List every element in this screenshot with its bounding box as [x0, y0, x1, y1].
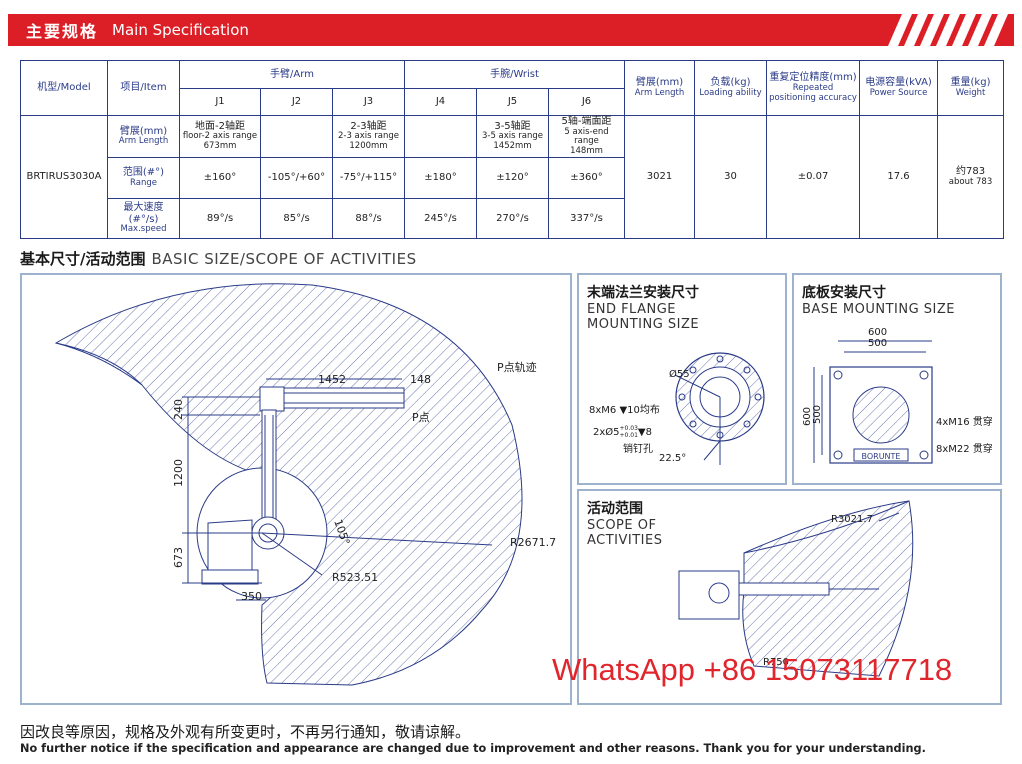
header-j2: J2: [260, 88, 333, 116]
base-title: 底板安装尺寸 BASE MOUNTING SIZE: [802, 282, 955, 317]
range-j2: -105°/+60°: [260, 157, 333, 199]
range-j6: ±360°: [547, 157, 626, 199]
base-title-cn: 底板安装尺寸: [802, 285, 886, 301]
base-d500-side: 500: [812, 404, 824, 425]
p-track-label: P点轨迹: [497, 360, 537, 374]
header-arm-length: 臂展(mm)Arm Length: [624, 60, 696, 116]
base-title-en: BASE MOUNTING SIZE: [802, 302, 956, 317]
flange-title-en1: END FLANGE: [587, 302, 677, 317]
section-banner: 主要规格 Main Specification: [8, 14, 1014, 46]
basic-size-diagram: 1452 148 P点 P点轨迹 240 1200 673 350 105° R…: [54, 283, 556, 686]
speed-j6: 337°/s: [547, 198, 626, 239]
radius-2671: R2671.7: [510, 536, 556, 549]
model-cell: BRTIRUS3030A: [20, 115, 108, 239]
range-j5: ±120°: [476, 157, 549, 199]
flange-angle: 22.5°: [659, 453, 687, 464]
stripes-decoration: [888, 14, 1008, 46]
scope-title-en1: SCOPE OF: [587, 518, 657, 533]
load-value: 30: [694, 115, 768, 239]
scope-panel: 活动范围 SCOPE OF ACTIVITIES R3021.7 R750: [577, 489, 1002, 705]
dim-350: 350: [241, 590, 262, 603]
header-repeat: 重复定位精度(mm)Repeated positioning accuracy: [766, 60, 861, 116]
section-heading: 基本尺寸/活动范围 BASIC SIZE/SCOPE OF ACTIVITIES: [20, 248, 417, 269]
basic-size-panel: 1452 148 P点 P点轨迹 240 1200 673 350 105° R…: [20, 273, 572, 705]
header-power: 电源容量(kVA)Power Source: [859, 60, 939, 116]
flange-title-en2: MOUNTING SIZE: [587, 317, 700, 332]
row-label-speed: 最大速度(#°/s)Max.speed: [107, 198, 180, 239]
range-j1: ±160°: [179, 157, 261, 199]
row-label-arm: 臂展(mm)Arm Length: [107, 115, 180, 158]
header-j1: J1: [179, 88, 261, 116]
speed-j4: 245°/s: [404, 198, 477, 239]
flange-title: 末端法兰安装尺寸 END FLANGE MOUNTING SIZE: [587, 282, 699, 332]
speed-j1: 89°/s: [179, 198, 261, 239]
flange-diagram: [674, 352, 765, 465]
base-panel: 底板安装尺寸 BASE MOUNTING SIZE BORUNTE 600 50…: [792, 273, 1002, 485]
scope-r3021: R3021.7: [831, 514, 873, 525]
flange-pin-hole: 销钉孔: [623, 444, 653, 455]
range-j4: ±180°: [404, 157, 477, 199]
scope-title-en2: ACTIVITIES: [587, 533, 663, 548]
dim-673: 673: [172, 547, 185, 568]
flange-panel: 末端法兰安装尺寸 END FLANGE MOUNTING SIZE Ø55 8x…: [577, 273, 787, 485]
header-j5: J5: [476, 88, 549, 116]
flange-d55: Ø55: [669, 369, 690, 380]
scope-title: 活动范围 SCOPE OF ACTIVITIES: [587, 498, 662, 548]
header-j3: J3: [332, 88, 405, 116]
header-model: 机型/Model: [20, 60, 108, 116]
flange-m6: 8xM6 ▼10均布: [589, 405, 660, 416]
base-d500-top: 500: [868, 338, 888, 349]
scope-r750: R750: [763, 657, 790, 668]
header-wrist: 手腕/Wrist: [403, 60, 626, 89]
banner-title-en: Main Specification: [112, 21, 249, 39]
dim-1200: 1200: [172, 459, 185, 487]
row-label-range: 范围(#°)Range: [107, 157, 180, 199]
dim-240: 240: [172, 399, 185, 420]
header-arm: 手臂/Arm: [179, 60, 405, 89]
range-j3: -75°/+115°: [332, 157, 405, 199]
dim-148: 148: [410, 373, 431, 386]
speed-j5: 270°/s: [476, 198, 549, 239]
spec-table: 机型/Model 项目/Item 手臂/Arm 手腕/Wrist 臂展(mm)A…: [20, 60, 1005, 239]
speed-j3: 88°/s: [332, 198, 405, 239]
header-j6: J6: [547, 88, 626, 116]
dim-1452: 1452: [318, 373, 346, 386]
notice-cn: 因改良等原因，规格及外观有所变更时，不再另行通知，敬请谅解。: [20, 723, 471, 741]
radius-523: R523.51: [332, 571, 378, 584]
flange-pin: 2xØ5+0.03+0.01▼8: [593, 425, 652, 439]
power-value: 17.6: [859, 115, 939, 239]
arm-j2: [260, 115, 333, 158]
banner-title-cn: 主要规格: [26, 22, 99, 41]
header-j4: J4: [404, 88, 477, 116]
whatsapp-watermark: WhatsApp +86 15073117718: [552, 652, 953, 687]
repeat-value: ±0.07: [766, 115, 861, 239]
arm-length-value: 3021: [624, 115, 696, 239]
base-logo: BORUNTE: [862, 452, 901, 461]
arm-j4: [404, 115, 477, 158]
base-d600-top: 600: [868, 327, 888, 338]
header-item: 项目/Item: [107, 60, 180, 116]
scope-diagram: [678, 500, 914, 677]
base-diagram: BORUNTE: [813, 340, 933, 464]
header-load: 负载(kg)Loading ability: [694, 60, 768, 116]
notice-en: No further notice if the specification a…: [20, 742, 926, 755]
section-heading-cn: 基本尺寸/活动范围: [20, 250, 146, 268]
scope-title-cn: 活动范围: [587, 501, 643, 517]
flange-title-cn: 末端法兰安装尺寸: [587, 285, 699, 301]
speed-j2: 85°/s: [260, 198, 333, 239]
section-heading-en: BASIC SIZE/SCOPE OF ACTIVITIES: [151, 250, 417, 268]
base-m22: 8xM22 贯穿: [936, 444, 993, 455]
header-weight: 重量(kg)Weight: [937, 60, 1005, 116]
p-point-label: P点: [412, 411, 430, 424]
base-m16: 4xM16 贯穿: [936, 417, 993, 428]
